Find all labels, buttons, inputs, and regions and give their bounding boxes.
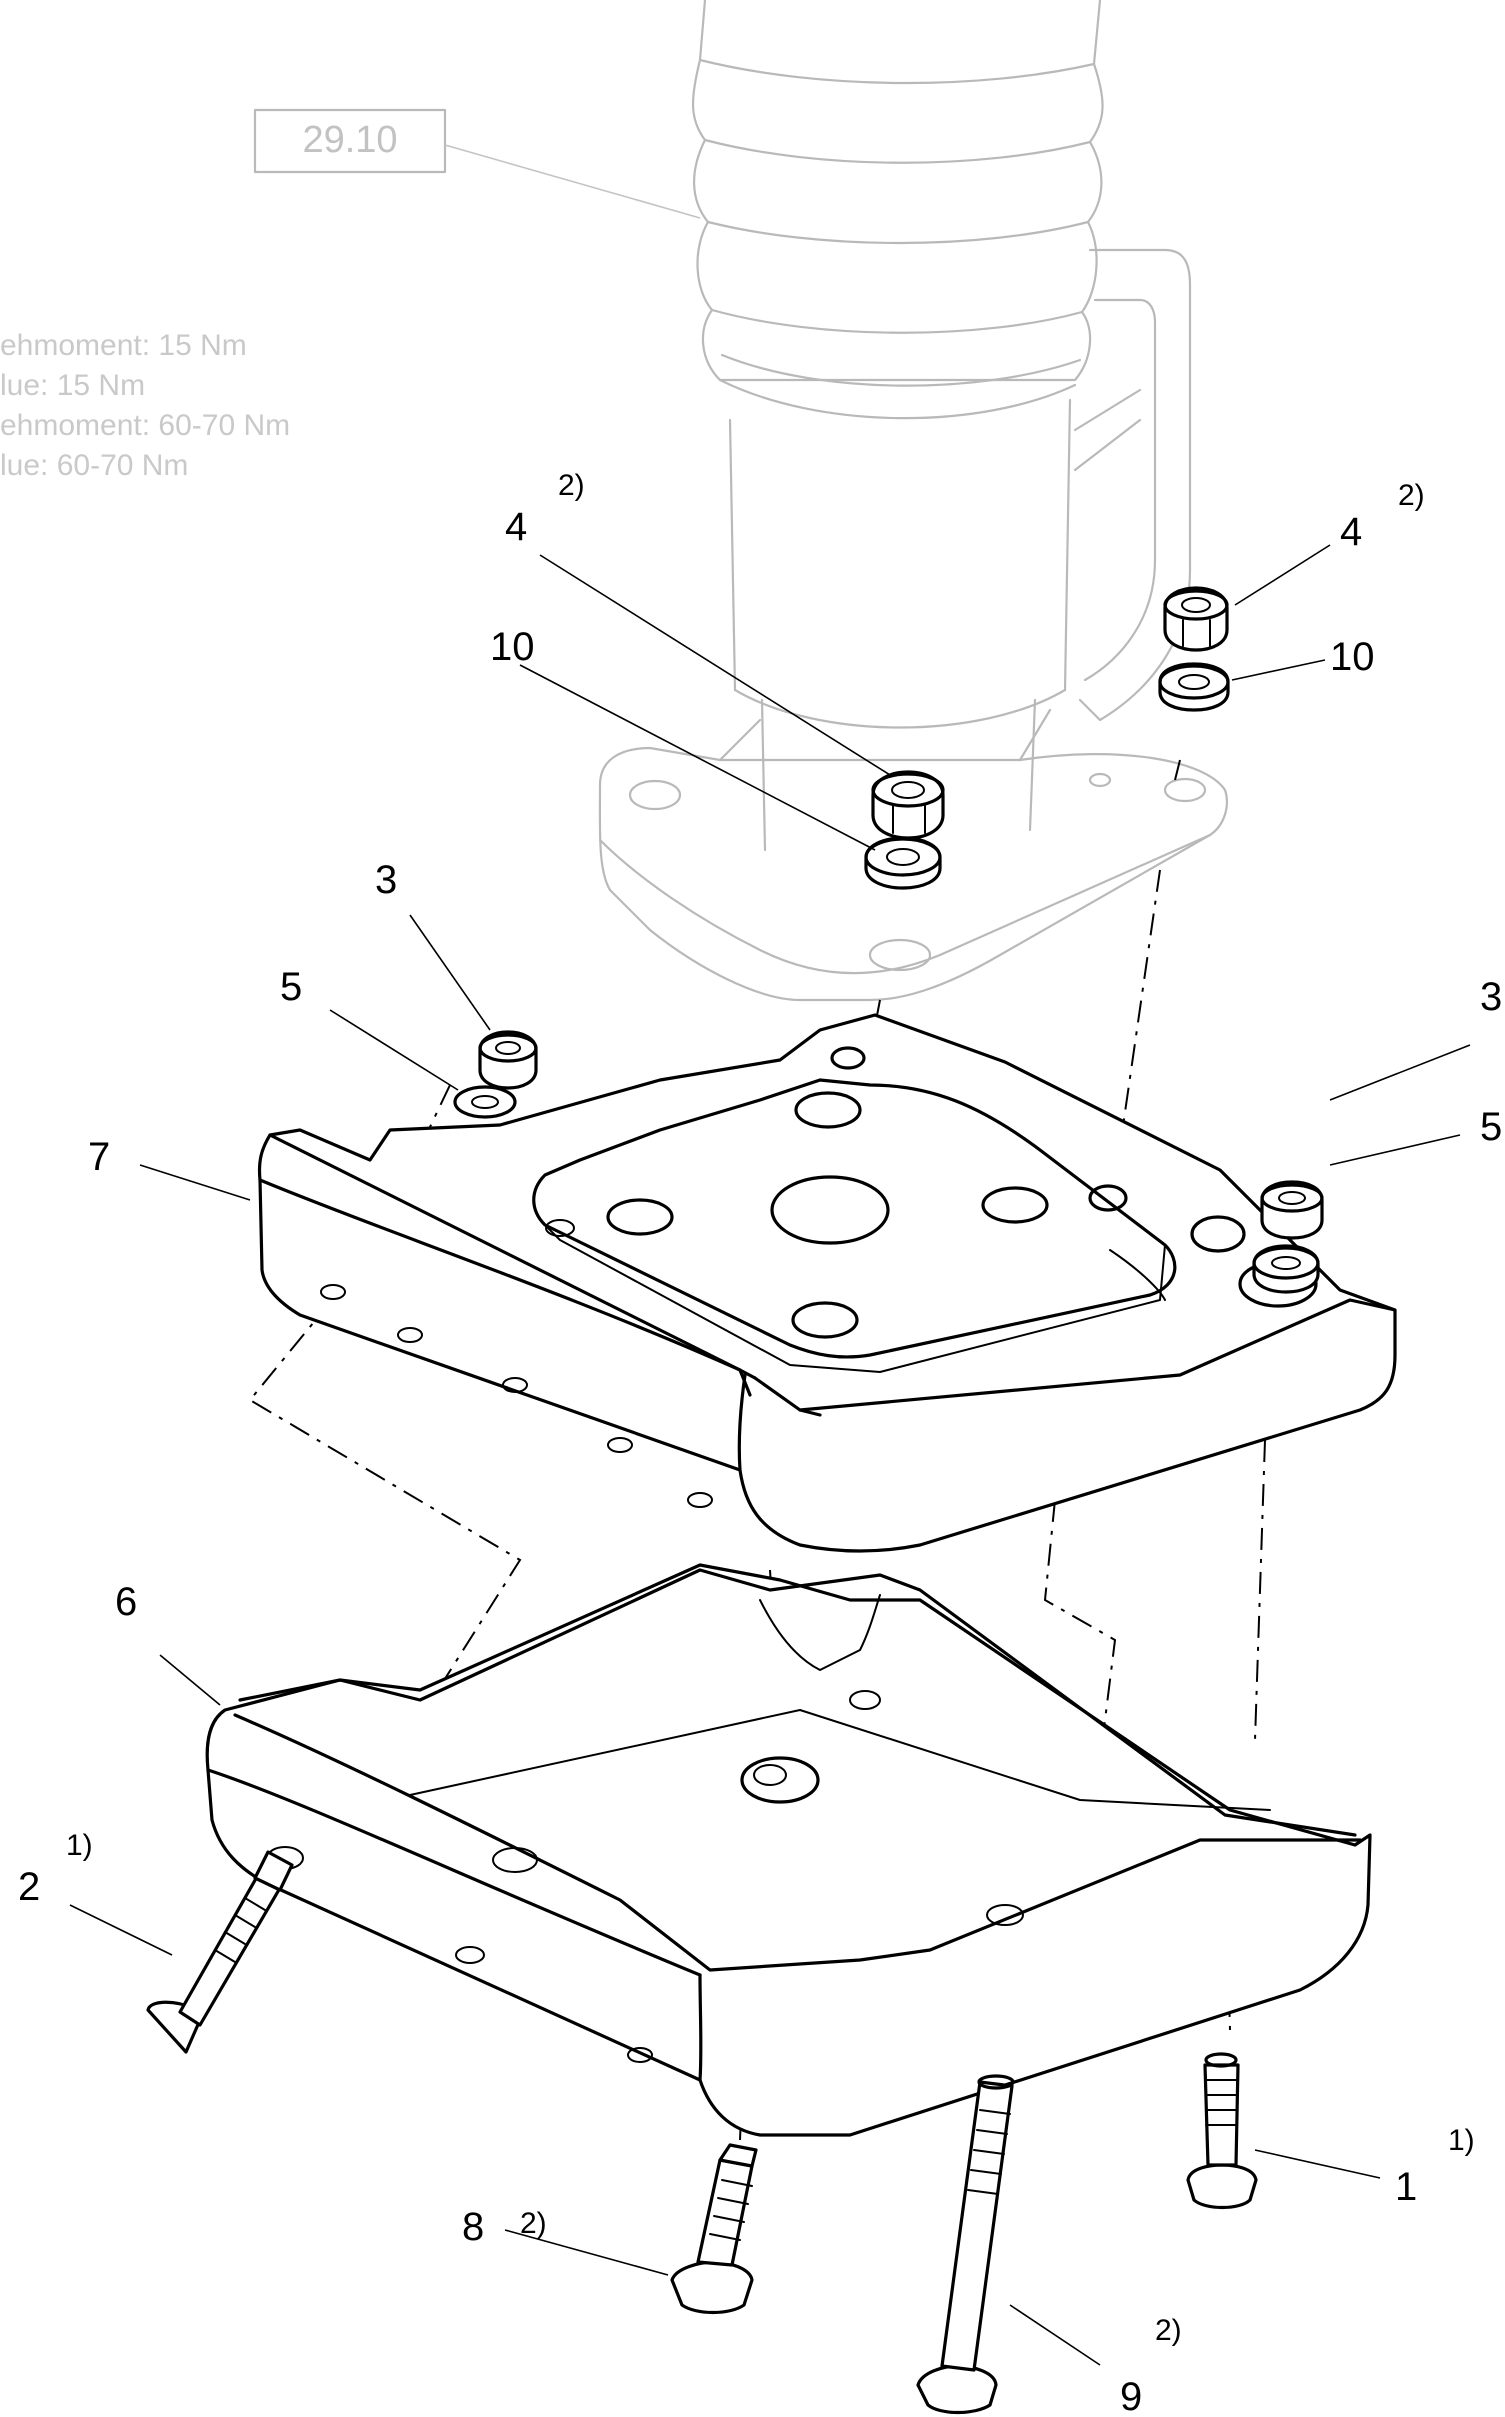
lock-nut-4-right: [1163, 586, 1229, 652]
washer-10-left: [864, 836, 942, 890]
lock-nut-4-left: [871, 770, 945, 840]
callout-9-note: 2): [1155, 2314, 1182, 2347]
callout-4-left: 4: [505, 505, 527, 549]
screw-2: [146, 1850, 294, 2054]
screw-1: [1186, 2052, 1258, 2210]
callout-7: 7: [88, 1135, 110, 1179]
callout-10-right: 10: [1330, 635, 1375, 679]
washer-5-right: [1252, 1244, 1320, 1294]
torque-notes: ehmoment: 15 Nm lue: 15 Nm ehmoment: 60-…: [0, 329, 290, 482]
lock-nut-3-left: [478, 1030, 538, 1090]
screw-8: [670, 2143, 758, 2315]
torque-note-2: lue: 15 Nm: [0, 369, 145, 402]
base-plate: [205, 1563, 1372, 2137]
callout-1-note: 1): [1448, 2124, 1475, 2157]
callout-4-right: 4: [1340, 510, 1362, 554]
torque-note-4: lue: 60-70 Nm: [0, 449, 188, 482]
callout-8: 8: [462, 2205, 484, 2249]
callout-5-right: 5: [1480, 1105, 1502, 1149]
callout-3-right: 3: [1480, 975, 1502, 1019]
torque-note-3: ehmoment: 60-70 Nm: [0, 409, 290, 442]
washer-5-left: [453, 1085, 517, 1119]
callout-8-note: 2): [520, 2207, 547, 2240]
callout-6: 6: [115, 1580, 137, 1624]
top-plate: [257, 1013, 1397, 1553]
callout-1: 1: [1395, 2165, 1417, 2209]
leader-lines: [69, 544, 1471, 2366]
callout-2: 2: [18, 1865, 40, 1909]
callout-3-left: 3: [375, 858, 397, 902]
callout-4-right-note: 2): [1398, 479, 1425, 512]
torque-note-1: ehmoment: 15 Nm: [0, 329, 247, 362]
washer-10-right: [1158, 662, 1230, 712]
screw-9: [916, 2074, 1015, 2415]
callout-10-left: 10: [490, 625, 535, 669]
callout-4-left-note: 2): [558, 469, 585, 502]
lock-nut-3-right: [1260, 1180, 1324, 1240]
reference-box-text: 29.10: [302, 119, 397, 161]
reference-box: 29.10: [253, 108, 701, 219]
callout-5-left: 5: [280, 965, 302, 1009]
callout-labels: 4 2) 10 4 2) 10 3 5 7 3 5 6 2 1) 1 1) 8 …: [18, 469, 1502, 2417]
callout-2-note: 1): [66, 1829, 93, 1862]
callout-9: 9: [1120, 2375, 1142, 2417]
